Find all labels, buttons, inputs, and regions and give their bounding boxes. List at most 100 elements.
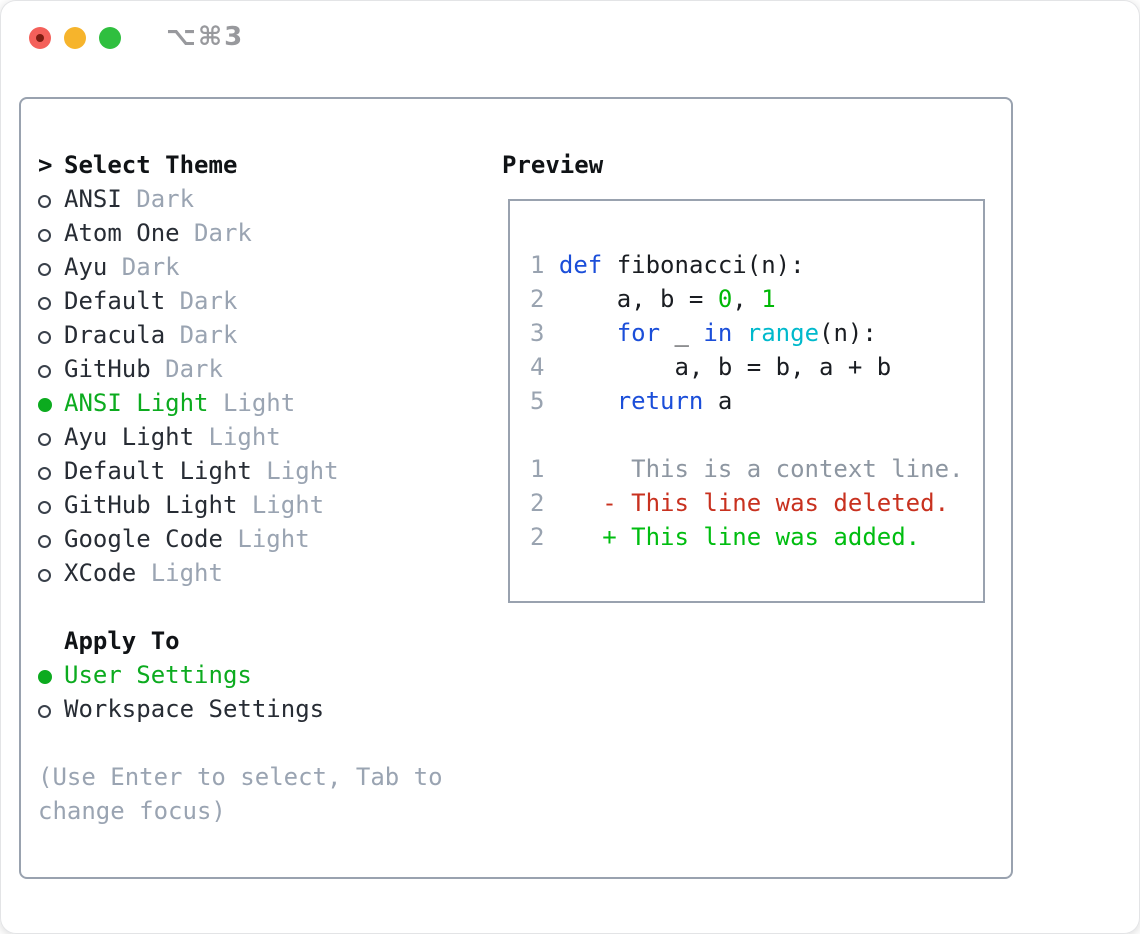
radio-circle bbox=[38, 365, 51, 378]
code-segment-plain bbox=[732, 319, 746, 347]
radio-circle bbox=[38, 433, 51, 446]
theme-name: Google Code bbox=[64, 525, 223, 553]
line-number: 1 bbox=[530, 251, 545, 279]
line-number: 5 bbox=[530, 387, 545, 415]
theme-name: Dracula bbox=[64, 321, 166, 349]
code-segment-keyword: return bbox=[616, 387, 704, 415]
apply-to-header-row: Apply To bbox=[38, 624, 443, 658]
spacer-row bbox=[38, 590, 443, 624]
code-segment-deleted: - This line was deleted. bbox=[558, 489, 950, 517]
line-number: 2 bbox=[530, 285, 545, 313]
spacer-row bbox=[38, 726, 443, 760]
radio-circle bbox=[38, 467, 51, 480]
preview-title: Preview bbox=[502, 151, 604, 179]
code-segment-context: This is a context line. bbox=[558, 455, 964, 483]
theme-name: XCode bbox=[64, 559, 137, 587]
radio-icon bbox=[38, 522, 64, 556]
radio-circle bbox=[38, 195, 51, 208]
code-segment-plain bbox=[559, 387, 617, 415]
diff-line: 2 - This line was deleted. bbox=[510, 486, 983, 520]
radio-icon bbox=[38, 352, 64, 386]
theme-option-github[interactable]: GitHub Dark bbox=[38, 352, 443, 386]
theme-name: Atom One bbox=[64, 219, 180, 247]
blank-line bbox=[510, 418, 983, 452]
help-text-line-2: change focus) bbox=[38, 797, 226, 825]
line-number: 2 bbox=[530, 489, 545, 517]
radio-selected-icon bbox=[38, 386, 64, 420]
zoom-button-icon[interactable] bbox=[99, 27, 121, 49]
theme-option-ansi[interactable]: ANSI Dark bbox=[38, 182, 443, 216]
code-segment-plain: (n): bbox=[819, 319, 877, 347]
theme-name: Ayu Light bbox=[64, 423, 195, 451]
radio-selected-icon bbox=[38, 658, 64, 692]
code-segment-plain: _ bbox=[660, 319, 704, 347]
theme-option-xcode[interactable]: XCode Light bbox=[38, 556, 443, 590]
apply-option-label: User Settings bbox=[64, 661, 252, 689]
diff-line: 2 + This line was added. bbox=[510, 520, 983, 554]
code-segment-keyword: for bbox=[616, 319, 661, 347]
theme-variant-label: Light bbox=[237, 491, 325, 519]
radio-icon bbox=[38, 556, 64, 590]
theme-variant-label: Light bbox=[251, 457, 339, 485]
code-segment-keyword: def bbox=[558, 251, 603, 279]
theme-name: GitHub bbox=[64, 355, 151, 383]
radio-circle bbox=[38, 670, 52, 684]
close-button-icon[interactable] bbox=[29, 27, 51, 49]
code-segment-plain: fibonacci(n): bbox=[602, 251, 805, 279]
theme-name: ANSI bbox=[64, 185, 122, 213]
code-line: 4 a, b = b, a + b bbox=[510, 350, 983, 384]
code-segment-keyword: in bbox=[703, 319, 733, 347]
code-segment-plain: , bbox=[732, 285, 762, 313]
radio-circle bbox=[38, 263, 51, 276]
code-segment-plain: a, b = b, a + b bbox=[558, 353, 892, 381]
theme-variant-label: Dark bbox=[165, 287, 238, 315]
code-segment-plain: a, b = bbox=[558, 285, 718, 313]
theme-option-dracula[interactable]: Dracula Dark bbox=[38, 318, 443, 352]
code-segment-number: 0 bbox=[717, 285, 733, 313]
theme-variant-label: Dark bbox=[165, 321, 238, 349]
window-shortcut-label: ⌥⌘3 bbox=[166, 22, 245, 52]
code-segment-number: 1 bbox=[761, 285, 776, 313]
theme-option-atom-one[interactable]: Atom One Dark bbox=[38, 216, 443, 250]
theme-option-ayu-light[interactable]: Ayu Light Light bbox=[38, 420, 443, 454]
apply-option-user-settings[interactable]: User Settings bbox=[38, 658, 443, 692]
theme-name: Default Light bbox=[64, 457, 252, 485]
select-theme-title: Select Theme bbox=[64, 151, 238, 179]
preview-code: 1 def fibonacci(n): 2 a, b = 0, 1 3 for _ i… bbox=[510, 248, 983, 554]
line-number: 1 bbox=[530, 455, 545, 483]
apply-option-workspace-settings[interactable]: Workspace Settings bbox=[38, 692, 443, 726]
radio-circle bbox=[38, 398, 52, 412]
radio-icon bbox=[38, 216, 64, 250]
radio-circle bbox=[38, 569, 51, 582]
radio-circle bbox=[38, 229, 51, 242]
radio-icon bbox=[38, 420, 64, 454]
theme-variant-label: Dark bbox=[121, 185, 195, 213]
radio-icon bbox=[38, 692, 64, 726]
theme-option-ansi-light[interactable]: ANSI Light Light bbox=[38, 386, 443, 420]
code-line: 2 a, b = 0, 1 bbox=[510, 282, 983, 316]
radio-icon bbox=[38, 488, 64, 522]
theme-option-default[interactable]: Default Dark bbox=[38, 284, 443, 318]
theme-variant-label: Dark bbox=[179, 219, 252, 247]
diff-line: 1 This is a context line. bbox=[510, 452, 983, 486]
radio-icon bbox=[38, 318, 64, 352]
help-text-line-1: (Use Enter to select, Tab to bbox=[38, 763, 443, 791]
theme-variant-label: Light bbox=[222, 525, 310, 553]
theme-option-default-light[interactable]: Default Light Light bbox=[38, 454, 443, 488]
code-segment-plain bbox=[559, 319, 617, 347]
minimize-button-icon[interactable] bbox=[64, 27, 86, 49]
theme-option-github-light[interactable]: GitHub Light Light bbox=[38, 488, 443, 522]
code-line: 5 return a bbox=[510, 384, 983, 418]
apply-option-label: Workspace Settings bbox=[64, 695, 325, 723]
radio-icon bbox=[38, 454, 64, 488]
theme-option-ayu[interactable]: Ayu Dark bbox=[38, 250, 443, 284]
theme-name: GitHub Light bbox=[64, 491, 238, 519]
code-segment-added: + This line was added. bbox=[558, 523, 921, 551]
theme-option-google-code[interactable]: Google Code Light bbox=[38, 522, 443, 556]
theme-name: Default bbox=[64, 287, 166, 315]
radio-circle bbox=[38, 705, 51, 718]
line-number: 3 bbox=[530, 319, 545, 347]
